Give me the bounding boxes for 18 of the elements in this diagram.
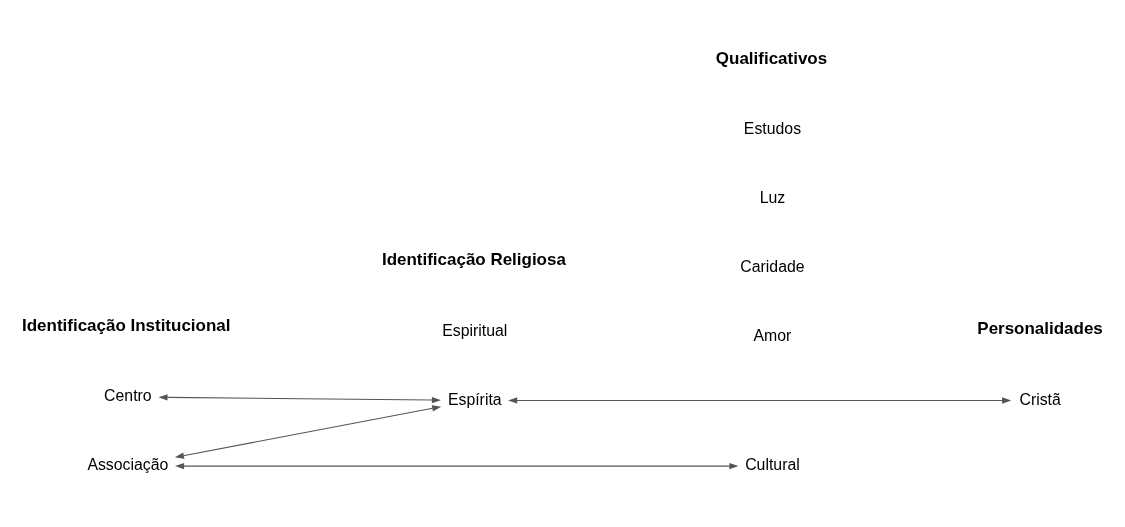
node-text: Espiritual	[442, 321, 508, 339]
arrow	[174, 405, 442, 459]
arrow	[158, 394, 441, 404]
node-text: Espírita	[447, 390, 502, 408]
node-text: Luz	[759, 189, 786, 207]
node-text: Centro	[104, 387, 152, 405]
arrow	[508, 397, 1012, 404]
arrow	[175, 462, 739, 470]
label: Qualificativos	[715, 48, 828, 68]
node-text: Caridade	[740, 258, 805, 276]
label: Identificação Religiosa	[381, 250, 566, 270]
node-text: Estudos	[743, 120, 802, 138]
node-text: Associação	[87, 456, 169, 474]
node-text: Cristã	[1019, 390, 1061, 408]
label: Identificação Institucional	[22, 315, 231, 335]
node-text: Amor	[753, 327, 792, 345]
node-text: Cultural	[745, 456, 800, 474]
label: Personalidades	[977, 319, 1103, 339]
